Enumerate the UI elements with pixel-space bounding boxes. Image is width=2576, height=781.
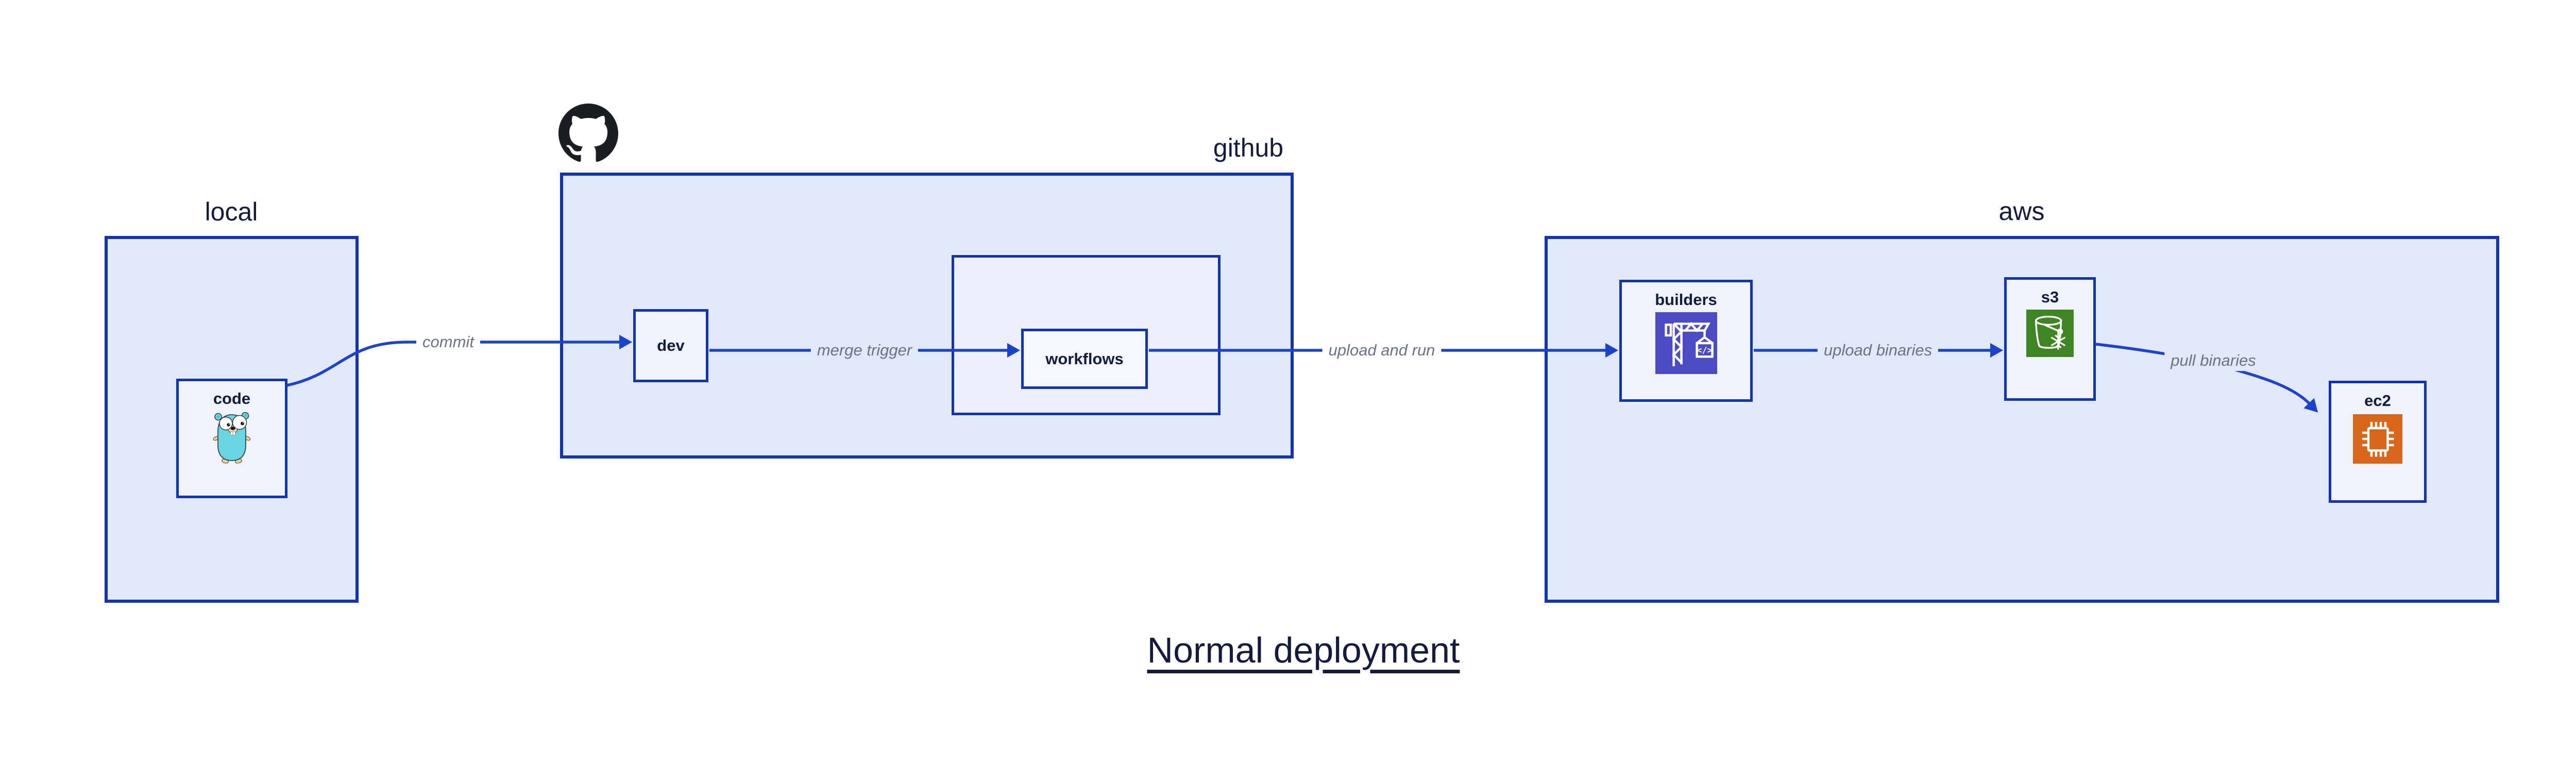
- node-code: code: [176, 379, 287, 498]
- svg-text:</>: </>: [1697, 345, 1712, 355]
- node-workflows: workflows: [1021, 329, 1148, 389]
- node-code-label: code: [213, 389, 251, 408]
- edge-upload-and-run-label: upload and run: [1322, 340, 1442, 361]
- edge-merge-trigger-label: merge trigger: [810, 340, 919, 361]
- github-container-label: github: [1213, 133, 1284, 162]
- go-gopher-icon: [213, 412, 251, 464]
- aws-ec2-chip-icon: [2353, 414, 2402, 464]
- aws-container-label: aws: [1998, 197, 2045, 226]
- node-workflows-label: workflows: [1045, 349, 1124, 368]
- aws-s3-glacier-bucket-icon: [2026, 310, 2074, 357]
- node-ec2: ec2: [2329, 381, 2427, 503]
- edge-upload-binaries-label: upload binaries: [1817, 340, 1939, 361]
- node-dev-label: dev: [657, 336, 685, 354]
- node-ec2-label: ec2: [2364, 392, 2391, 410]
- edge-commit-label: commit: [416, 332, 480, 352]
- node-builders: builders </>: [1619, 280, 1753, 402]
- github-octocat-logo: [558, 104, 618, 162]
- local-container-label: local: [205, 197, 258, 226]
- diagram-title: Normal deployment: [1147, 630, 1460, 670]
- node-s3-label: s3: [2041, 288, 2059, 306]
- node-builders-label: builders: [1655, 291, 1717, 309]
- node-dev: dev: [633, 309, 708, 382]
- aws-codebuild-crane-icon: </>: [1655, 312, 1717, 374]
- node-s3: s3: [2004, 277, 2096, 401]
- edge-pull-binaries-label: pull binaries: [2164, 350, 2262, 371]
